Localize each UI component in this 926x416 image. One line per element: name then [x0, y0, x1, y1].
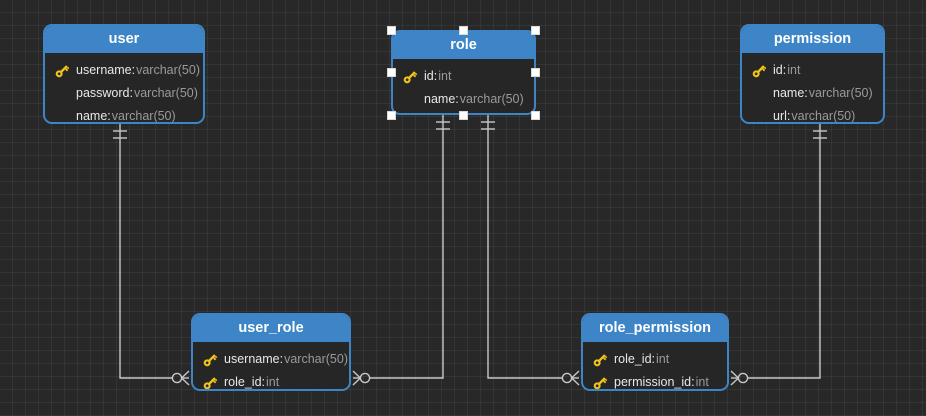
attribute-type: varchar(50): [111, 108, 176, 123]
selection-handle[interactable]: [531, 26, 540, 35]
attribute-name: name: [76, 108, 108, 123]
attribute-row[interactable]: id: int: [742, 58, 883, 81]
attribute-row[interactable]: username: varchar(50): [45, 58, 203, 81]
attribute-type: varchar(50): [133, 85, 198, 100]
attribute-type: int: [695, 374, 709, 389]
attribute-row[interactable]: role_id: int: [583, 347, 727, 370]
selection-handle[interactable]: [387, 68, 396, 77]
attribute-separator: :: [433, 68, 438, 83]
attribute-row[interactable]: name: varchar(50): [742, 81, 883, 104]
attribute-row[interactable]: permission_id: int: [583, 370, 727, 390]
attribute-separator: :: [651, 351, 656, 366]
attribute-type: varchar(50): [459, 91, 524, 106]
attribute-name: username: [224, 351, 280, 366]
entity-header-permission[interactable]: permission: [742, 26, 883, 53]
relationship-user-to-user_role[interactable]: [119, 124, 172, 379]
attribute-row[interactable]: role_id: int: [193, 370, 349, 390]
selection-handle[interactable]: [531, 111, 540, 120]
entity-attributes-user_role: username: varchar(50)role_id: int: [193, 342, 349, 390]
primary-key-icon: [200, 373, 224, 390]
selection-handle[interactable]: [387, 26, 396, 35]
attribute-separator: :: [279, 351, 284, 366]
attribute-row[interactable]: url: varchar(50): [742, 104, 883, 123]
primary-key-icon: [200, 350, 224, 368]
primary-key-icon: [52, 61, 76, 79]
entity-header-user_role[interactable]: user_role: [193, 315, 349, 342]
relationship-role-to-role_permission[interactable]: [487, 115, 562, 379]
attribute-separator: :: [455, 91, 459, 106]
attribute-separator: :: [129, 85, 133, 100]
attribute-row[interactable]: password: varchar(50): [45, 81, 203, 104]
attribute-type: varchar(50): [284, 351, 348, 366]
key-icon-placeholder: [52, 107, 76, 123]
key-icon-placeholder: [749, 84, 773, 102]
attribute-name: name: [424, 91, 456, 106]
attribute-row[interactable]: id: int: [393, 64, 534, 87]
attribute-row[interactable]: name: varchar(50): [45, 104, 203, 123]
attribute-separator: :: [804, 85, 808, 100]
selection-handle[interactable]: [459, 111, 468, 120]
relationship-role-to-user_role[interactable]: [370, 115, 444, 379]
attribute-row[interactable]: name: varchar(50): [393, 87, 534, 110]
primary-key-icon: [590, 373, 614, 390]
relationship-permission-to-role_permission[interactable]: [748, 124, 821, 379]
attribute-name: url: [773, 108, 787, 123]
attribute-type: int: [787, 62, 801, 77]
attribute-name: password: [76, 85, 130, 100]
attribute-name: id: [424, 68, 434, 83]
attribute-type: varchar(50): [791, 108, 856, 123]
attribute-type: int: [438, 68, 452, 83]
attribute-separator: :: [786, 108, 791, 123]
attribute-type: varchar(50): [136, 62, 200, 77]
attribute-separator: :: [261, 374, 266, 389]
attribute-type: varchar(50): [808, 85, 873, 100]
entity-header-role[interactable]: role: [393, 32, 534, 59]
key-icon-placeholder: [52, 84, 76, 102]
entity-header-user[interactable]: user: [45, 26, 203, 53]
attribute-type: int: [266, 374, 280, 389]
attribute-name: role_id: [224, 374, 262, 389]
attribute-name: username: [76, 62, 132, 77]
attribute-type: int: [656, 351, 670, 366]
attribute-name: permission_id: [614, 374, 692, 389]
key-icon-placeholder: [749, 107, 773, 123]
attribute-separator: :: [782, 62, 787, 77]
attribute-row[interactable]: username: varchar(50): [193, 347, 349, 370]
primary-key-icon: [590, 350, 614, 368]
selection-handle[interactable]: [531, 68, 540, 77]
entity-attributes-user: username: varchar(50)password: varchar(5…: [45, 53, 203, 123]
attribute-name: name: [773, 85, 805, 100]
attribute-separator: :: [691, 374, 695, 389]
key-icon-placeholder: [400, 90, 424, 108]
attribute-separator: :: [131, 62, 136, 77]
selection-handle[interactable]: [387, 111, 396, 120]
primary-key-icon: [749, 61, 773, 79]
attribute-name: id: [773, 62, 783, 77]
primary-key-icon: [400, 67, 424, 85]
entity-header-role_permission[interactable]: role_permission: [583, 315, 727, 342]
attribute-name: role_id: [614, 351, 652, 366]
attribute-separator: :: [107, 108, 111, 123]
selection-handle[interactable]: [459, 26, 468, 35]
